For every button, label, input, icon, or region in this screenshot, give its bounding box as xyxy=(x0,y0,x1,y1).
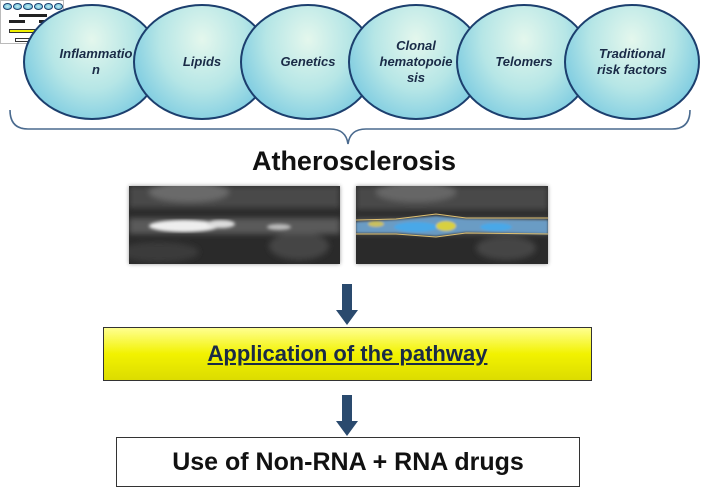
factor-label: Clonal hematopoie sis xyxy=(379,38,453,85)
thumbnail-title-bar xyxy=(19,14,47,17)
drugs-box: Use of Non-RNA + RNA drugs xyxy=(116,437,580,487)
artery-scan-segmented xyxy=(356,186,548,264)
pathway-label: Application of the pathway xyxy=(207,341,488,366)
factor-label: Inflammatio n xyxy=(59,46,133,77)
artery-scan-grayscale xyxy=(129,186,340,264)
thumbnail-circles xyxy=(3,3,64,10)
arrow-down-icon xyxy=(336,284,358,325)
drugs-label: Use of Non-RNA + RNA drugs xyxy=(172,447,524,476)
factor-label: Traditional risk factors xyxy=(596,46,668,77)
factor-label: Lipids xyxy=(182,54,222,69)
factor-label: Telomers xyxy=(495,54,553,69)
pathway-box: Application of the pathway xyxy=(103,327,592,381)
diagram-title: Atherosclerosis xyxy=(251,146,457,176)
thumbnail-image-left xyxy=(9,20,25,23)
grouping-brace xyxy=(9,109,691,145)
arrow-down-icon xyxy=(336,395,358,436)
factor-bubble-traditional-risk-factors: Traditional risk factors xyxy=(564,4,700,120)
factor-label: Genetics xyxy=(280,54,336,69)
